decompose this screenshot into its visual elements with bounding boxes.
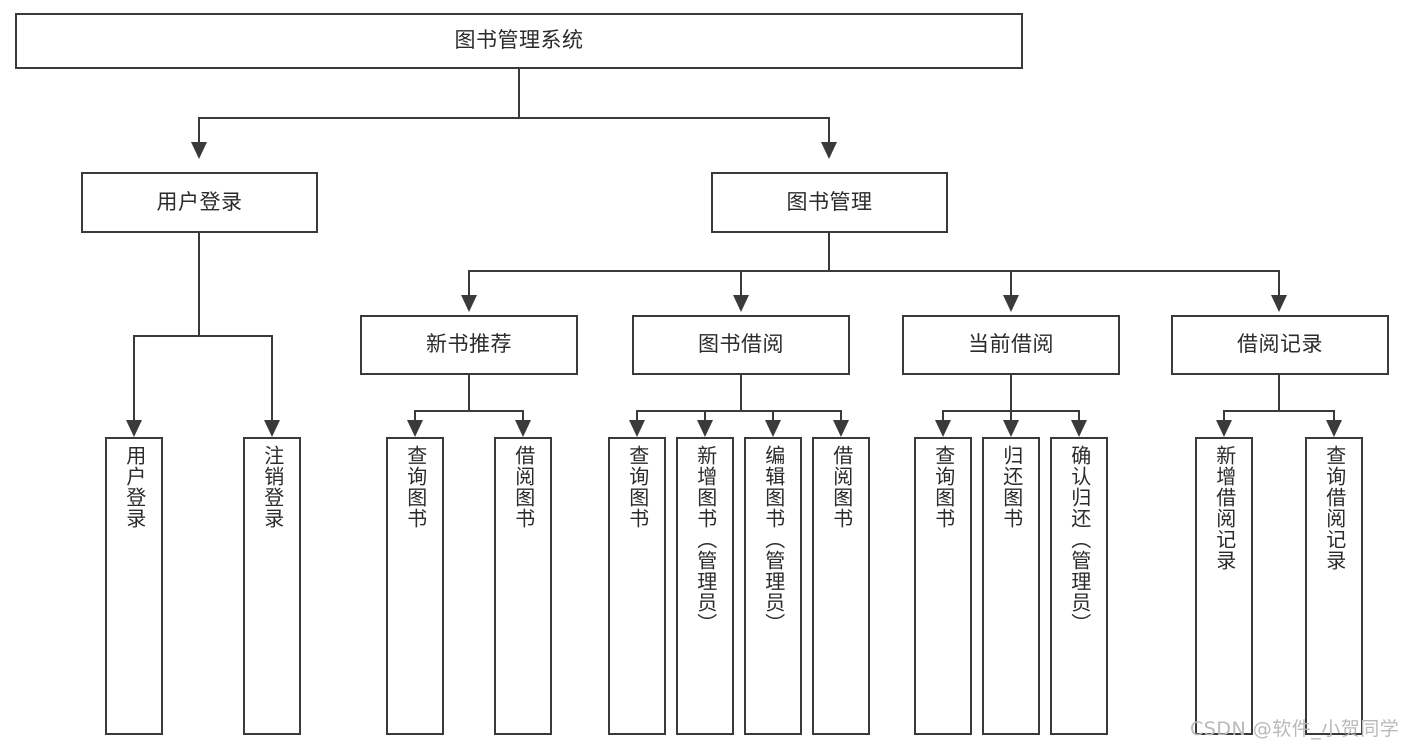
- node-label: 查询借阅记录: [1322, 445, 1347, 571]
- edge-user-login-to-leaf-1: [133, 335, 135, 420]
- leaf-user-login[interactable]: 用户登录: [105, 437, 163, 735]
- arrowhead-to-borrow-record: [1271, 295, 1287, 312]
- node-label: 归还图书: [999, 445, 1024, 529]
- arrowhead-to-user-login: [191, 142, 207, 159]
- edge-root-stem: [518, 69, 520, 117]
- edge-br-bus: [1223, 410, 1335, 412]
- node-label: 新增图书（管理员）: [693, 445, 718, 634]
- leaf-logout-login[interactable]: 注销登录: [243, 437, 301, 735]
- edge-bm-to-book-borrow: [740, 270, 742, 295]
- node-label: 借阅记录: [1237, 332, 1323, 357]
- leaf-borrow-book-1[interactable]: 借阅图书: [494, 437, 552, 735]
- leaf-query-book-2[interactable]: 查询图书: [608, 437, 666, 735]
- edge-root-to-book-management: [828, 117, 830, 142]
- edge-br-to-leaf-1: [1223, 410, 1225, 420]
- arrowhead-to-leaf-query-record: [1326, 420, 1342, 437]
- arrowhead-to-leaf-add-record: [1216, 420, 1232, 437]
- edge-nbr-bus: [414, 410, 524, 412]
- edge-user-login-to-leaf-2: [271, 335, 273, 420]
- edge-bb-to-leaf-1: [636, 410, 638, 420]
- arrowhead-to-new-book-recommend: [461, 295, 477, 312]
- node-book-borrow[interactable]: 图书借阅: [632, 315, 850, 375]
- node-label: 新增借阅记录: [1212, 445, 1237, 571]
- arrowhead-to-leaf-query-book-2: [629, 420, 645, 437]
- node-book-management[interactable]: 图书管理: [711, 172, 948, 233]
- node-root-book-management-system[interactable]: 图书管理系统: [15, 13, 1023, 69]
- node-label: 图书管理系统: [454, 28, 584, 53]
- leaf-query-record[interactable]: 查询借阅记录: [1305, 437, 1363, 735]
- node-label: 注销登录: [260, 445, 285, 529]
- edge-bm-to-current-borrow: [1010, 270, 1012, 295]
- node-label: 查询图书: [931, 445, 956, 529]
- node-label: 用户登录: [122, 445, 147, 529]
- arrowhead-to-book-borrow: [733, 295, 749, 312]
- edge-bb-to-leaf-4: [840, 410, 842, 420]
- node-label: 确认归还（管理员）: [1067, 445, 1092, 634]
- arrowhead-to-leaf-user-login: [126, 420, 142, 437]
- edge-bb-stem: [740, 375, 742, 410]
- edge-cb-to-leaf-1: [942, 410, 944, 420]
- edge-cb-to-leaf-3: [1078, 410, 1080, 420]
- edge-nbr-to-leaf-2: [522, 410, 524, 420]
- node-label: 用户登录: [156, 189, 243, 214]
- edge-bb-to-leaf-2: [704, 410, 706, 420]
- node-label: 查询图书: [625, 445, 650, 529]
- leaf-return-book[interactable]: 归还图书: [982, 437, 1040, 735]
- node-label: 查询图书: [403, 445, 428, 529]
- leaf-query-book-3[interactable]: 查询图书: [914, 437, 972, 735]
- arrowhead-to-current-borrow: [1003, 295, 1019, 312]
- edge-book-management-stem: [828, 233, 830, 270]
- edge-user-login-bus: [133, 335, 273, 337]
- arrowhead-to-leaf-logout-login: [264, 420, 280, 437]
- leaf-edit-book[interactable]: 编辑图书（管理员）: [744, 437, 802, 735]
- arrowhead-to-book-management: [821, 142, 837, 159]
- arrowhead-to-leaf-borrow-book-2: [833, 420, 849, 437]
- arrowhead-to-leaf-borrow-book-1: [515, 420, 531, 437]
- edge-root-bus: [198, 117, 830, 119]
- edge-book-management-bus: [468, 270, 1280, 272]
- edge-cb-stem: [1010, 375, 1012, 410]
- edge-bm-to-new-book-recommend: [468, 270, 470, 295]
- arrowhead-to-leaf-return-book: [1003, 420, 1019, 437]
- node-user-login[interactable]: 用户登录: [81, 172, 318, 233]
- leaf-add-book[interactable]: 新增图书（管理员）: [676, 437, 734, 735]
- leaf-add-record[interactable]: 新增借阅记录: [1195, 437, 1253, 735]
- node-label: 编辑图书（管理员）: [761, 445, 786, 634]
- edge-root-to-user-login: [198, 117, 200, 142]
- node-label: 图书借阅: [698, 332, 784, 357]
- edge-nbr-stem: [468, 375, 470, 410]
- leaf-borrow-book-2[interactable]: 借阅图书: [812, 437, 870, 735]
- edge-br-stem: [1278, 375, 1280, 410]
- arrowhead-to-leaf-query-book-3: [935, 420, 951, 437]
- node-label: 借阅图书: [829, 445, 854, 529]
- edge-bm-to-borrow-record: [1278, 270, 1280, 295]
- node-label: 图书管理: [786, 189, 873, 214]
- node-new-book-recommend[interactable]: 新书推荐: [360, 315, 578, 375]
- arrowhead-to-leaf-query-book-1: [407, 420, 423, 437]
- edge-cb-to-leaf-2: [1010, 410, 1012, 420]
- edge-nbr-to-leaf-1: [414, 410, 416, 420]
- edge-user-login-stem: [198, 233, 200, 335]
- watermark-csdn: CSDN @软件_小贺同学: [1190, 718, 1400, 740]
- arrowhead-to-leaf-add-book: [697, 420, 713, 437]
- node-current-borrow[interactable]: 当前借阅: [902, 315, 1120, 375]
- node-label: 借阅图书: [511, 445, 536, 529]
- node-label: 当前借阅: [968, 332, 1054, 357]
- leaf-query-book-1[interactable]: 查询图书: [386, 437, 444, 735]
- edge-br-to-leaf-2: [1333, 410, 1335, 420]
- arrowhead-to-leaf-confirm-return: [1071, 420, 1087, 437]
- edge-bb-bus: [636, 410, 842, 412]
- node-label: 新书推荐: [426, 332, 512, 357]
- edge-bb-to-leaf-3: [772, 410, 774, 420]
- leaf-confirm-return[interactable]: 确认归还（管理员）: [1050, 437, 1108, 735]
- arrowhead-to-leaf-edit-book: [765, 420, 781, 437]
- node-borrow-record[interactable]: 借阅记录: [1171, 315, 1389, 375]
